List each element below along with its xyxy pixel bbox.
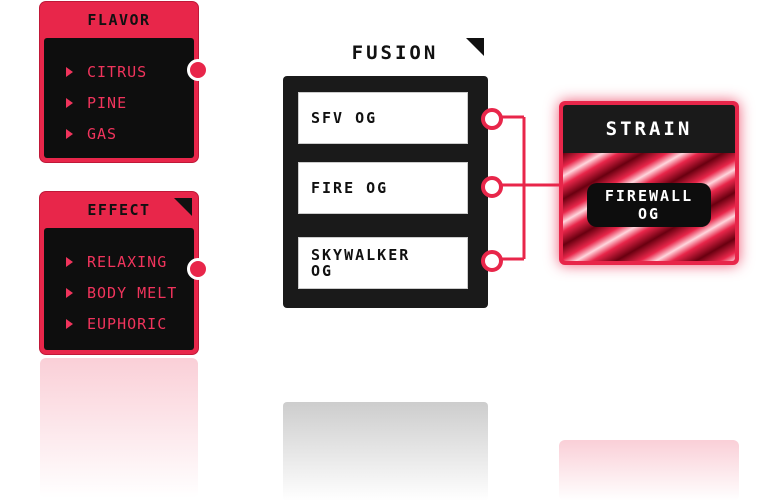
fusion-title: FUSION [351,42,439,64]
fusion-connector-ring[interactable] [481,108,503,130]
fusion-connector-ring[interactable] [481,176,503,198]
arrow-right-icon [66,256,73,267]
flavor-connector-dot[interactable] [187,59,209,81]
effect-title: EFFECT [87,201,151,219]
strain-card[interactable]: STRAIN FIREWALL OG [559,101,739,265]
fusion-item-skywalker-og[interactable]: SKYWALKER OG [298,237,468,289]
fusion-item-fire-og[interactable]: FIRE OG [298,162,468,214]
reflection [40,358,198,498]
effect-panel: EFFECT RELAXING BODY MELT EUPHORIC [40,192,198,354]
strain-title: STRAIN [563,105,735,153]
strain-name: FIREWALL OG [587,183,711,227]
reflection [283,402,488,501]
arrow-right-icon [66,287,73,298]
effect-list: RELAXING BODY MELT EUPHORIC [44,228,194,339]
flavor-title: FLAVOR [87,11,151,29]
reflection [559,440,739,501]
effect-connector-dot[interactable] [187,258,209,280]
arrow-right-icon [66,318,73,329]
list-item[interactable]: CITRUS [66,56,194,87]
list-item[interactable]: RELAXING [66,246,194,277]
list-item[interactable]: GAS [66,118,194,149]
arrow-right-icon [66,97,73,108]
fusion-item-sfv-og[interactable]: SFV OG [298,92,468,144]
arrow-right-icon [66,66,73,77]
fusion-connector-ring[interactable] [481,250,503,272]
corner-triangle-icon [466,38,484,56]
flavor-panel: FLAVOR CITRUS PINE GAS [40,2,198,162]
flavor-list: CITRUS PINE GAS [44,38,194,149]
corner-triangle-icon [174,198,192,216]
list-item[interactable]: BODY MELT [66,277,194,308]
arrow-right-icon [66,128,73,139]
list-item[interactable]: PINE [66,87,194,118]
list-item[interactable]: EUPHORIC [66,308,194,339]
